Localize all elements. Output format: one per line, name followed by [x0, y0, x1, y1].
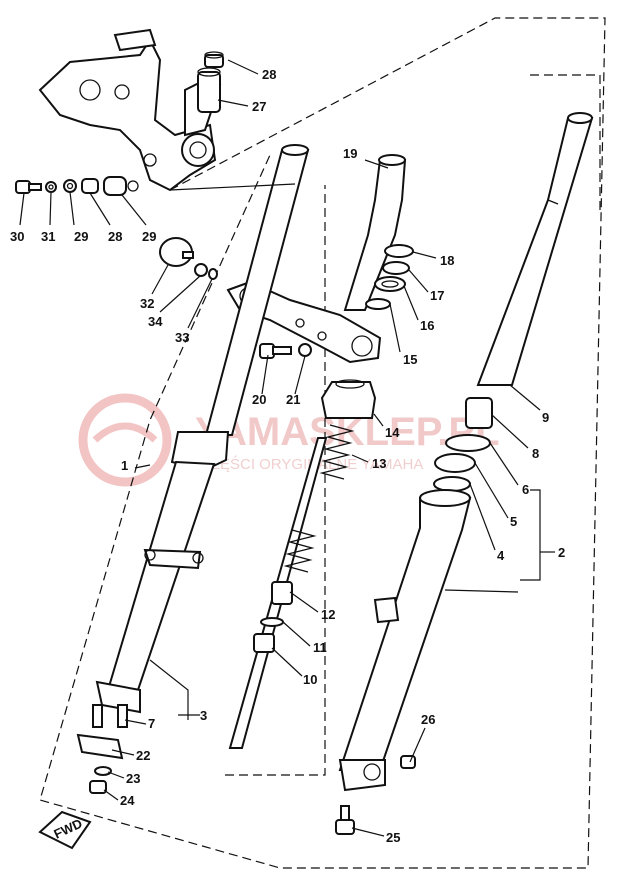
bearing-16 [374, 276, 406, 292]
callout-4: 4 [497, 548, 505, 563]
callout-22: 22 [136, 748, 150, 763]
spring-lower [283, 529, 317, 573]
callout-19: 19 [343, 146, 357, 161]
callout-28-top: 28 [262, 67, 276, 82]
callout-18: 18 [440, 253, 454, 268]
callout-8: 8 [532, 446, 539, 461]
callout-11: 11 [313, 640, 327, 655]
callout-3: 3 [200, 708, 207, 723]
bolt-26 [400, 755, 416, 769]
stud-7 [92, 704, 128, 728]
callout-28-bottom: 29 [142, 229, 156, 244]
callout-32: 31 [41, 229, 55, 244]
ring-11 [260, 617, 284, 627]
bolt-20 [259, 343, 292, 359]
ring-18 [384, 244, 414, 258]
callout-13: 13 [372, 456, 386, 471]
steering-stem-19 [343, 154, 407, 311]
callout-5: 5 [510, 514, 517, 529]
callout-16: 16 [420, 318, 434, 333]
watermark: YAMASKLEP.PL CZĘŚCI ORYGINALNE YAMAHA [78, 393, 500, 487]
callout-6: 6 [522, 482, 529, 497]
washer-6 [445, 434, 491, 452]
callout-2: 2 [558, 545, 565, 560]
seal-15 [365, 298, 391, 310]
forward-arrow-icon: FWD [38, 810, 92, 850]
piston-12 [271, 581, 293, 605]
assembly-outlines [39, 17, 606, 869]
callout-25: 25 [386, 830, 400, 845]
washer-30 [63, 179, 77, 193]
seal-5 [434, 453, 476, 473]
callout-17: 17 [430, 288, 444, 303]
outer-tube-2 [338, 489, 472, 792]
cap-33 [159, 237, 194, 267]
callout-34: 33 [175, 330, 189, 345]
clip-4 [433, 476, 471, 492]
callout-35: 34 [148, 314, 163, 329]
cap-22 [76, 733, 124, 760]
watermark-logo-icon [78, 393, 172, 487]
callout-23: 23 [126, 771, 140, 786]
callout-15: 15 [403, 352, 417, 367]
leader-lines [19, 59, 555, 837]
callout-14: 14 [385, 425, 400, 440]
washer-23 [94, 766, 112, 776]
collar-27 [197, 67, 221, 113]
bushing-8 [465, 397, 493, 429]
washer-32 [45, 181, 57, 193]
callout-31: 30 [10, 229, 24, 244]
callout-33: 32 [140, 296, 154, 311]
callout-24: 24 [120, 793, 135, 808]
nut-21 [298, 343, 312, 357]
fork-leg-left-1 [95, 144, 310, 714]
bolt-25 [335, 805, 355, 835]
callout-30: 29 [74, 229, 88, 244]
callout-29: 28 [108, 229, 122, 244]
grommet-28 [103, 176, 139, 196]
washer-35 [194, 263, 208, 277]
cap-28 [204, 51, 224, 68]
callout-1: 1 [121, 458, 128, 473]
spacer-29 [81, 178, 99, 194]
headlight-bracket [38, 28, 222, 192]
callout-7: 7 [148, 716, 155, 731]
callout-12: 12 [321, 607, 335, 622]
callout-10: 10 [303, 672, 317, 687]
bolt-31 [15, 180, 42, 194]
ring-17 [382, 261, 410, 275]
callout-26: 26 [421, 712, 435, 727]
fork-tube-9 [476, 112, 594, 386]
cover-14 [320, 379, 377, 419]
callout-9: 9 [542, 410, 549, 425]
callout-20: 20 [252, 392, 266, 407]
spring-13 [319, 424, 355, 480]
nut-24 [89, 780, 107, 794]
seat-10 [253, 633, 275, 653]
callout-labels: 28 27 30 31 29 28 29 32 34 33 19 18 17 1… [10, 67, 565, 845]
washer-34 [208, 268, 218, 280]
callout-21: 21 [286, 392, 300, 407]
callout-27: 27 [252, 99, 266, 114]
